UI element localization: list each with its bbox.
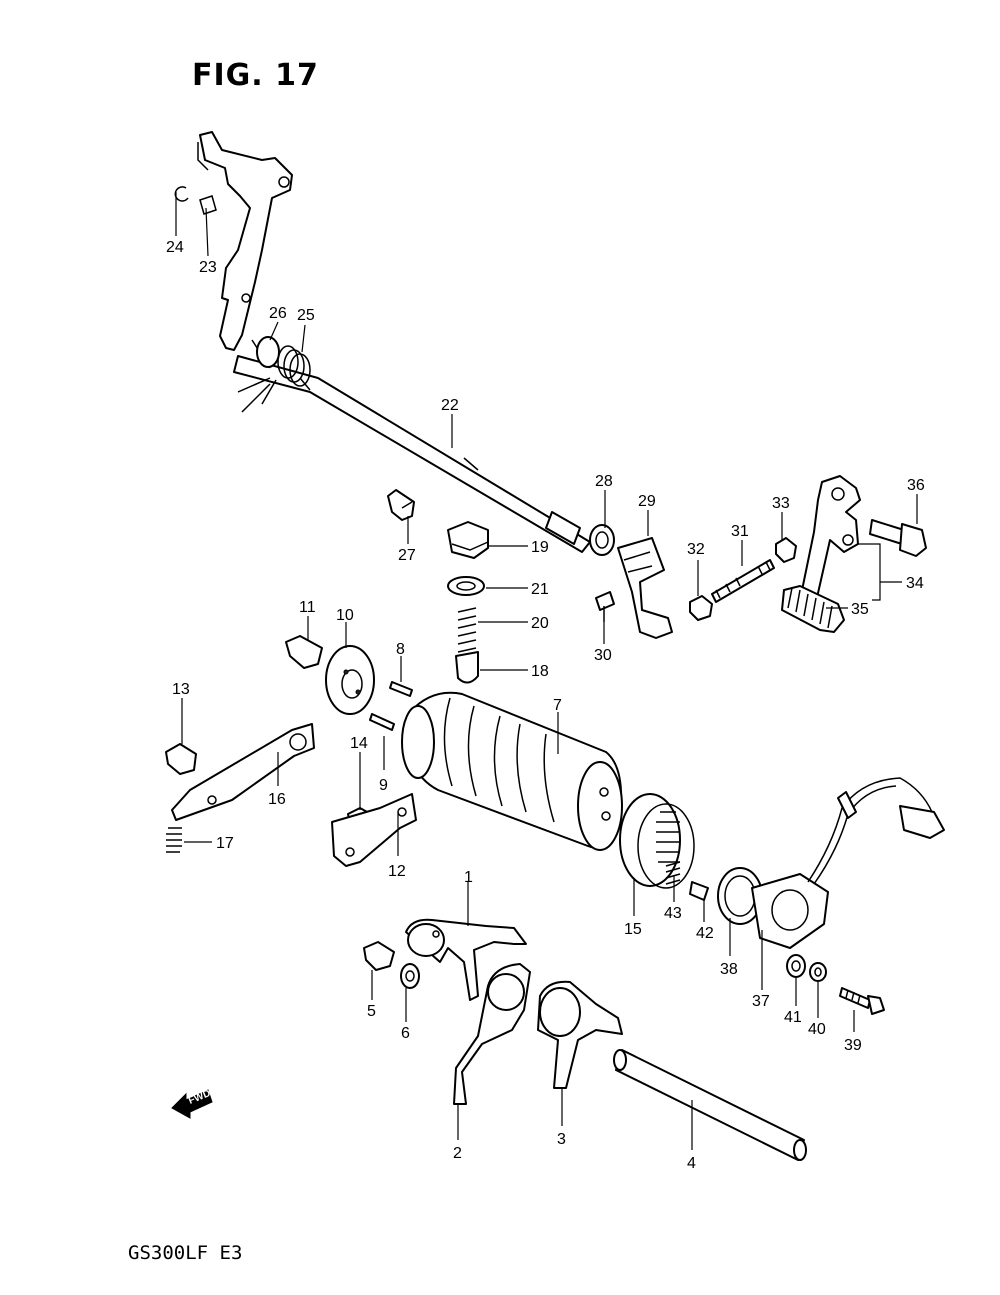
- bolt-5: [363, 941, 395, 971]
- spring-20: [457, 607, 477, 653]
- label-34: 34: [906, 575, 924, 592]
- label-1: 1: [464, 869, 473, 886]
- label-18: 18: [531, 663, 549, 680]
- bolt-36: [869, 519, 927, 557]
- label-15: 15: [624, 921, 642, 938]
- label-27: 27: [398, 547, 416, 564]
- fwd-arrow-icon: FWD: [171, 1088, 213, 1119]
- leader-lines: [175, 192, 918, 1150]
- label-25: 25: [297, 307, 315, 324]
- label-36: 36: [907, 477, 925, 494]
- label-43: 43: [664, 905, 682, 922]
- gearshift-fork-3: [537, 980, 623, 1089]
- fork-shaft-4: [613, 1049, 807, 1161]
- label-9: 9: [379, 777, 388, 794]
- plunger-18: [455, 651, 479, 684]
- label-42: 42: [696, 925, 714, 942]
- label-5: 5: [367, 1003, 376, 1020]
- gear-position-switch-37: [751, 777, 945, 949]
- label-33: 33: [772, 495, 790, 512]
- washer-28: [589, 524, 615, 556]
- label-7: 7: [553, 697, 562, 714]
- label-28: 28: [595, 473, 613, 490]
- gearshift-lever-34: [799, 475, 861, 603]
- label-32: 32: [687, 541, 705, 558]
- label-22: 22: [441, 397, 459, 414]
- bearing-15: [619, 793, 695, 889]
- label-6: 6: [401, 1025, 410, 1042]
- nut-33: [775, 537, 797, 563]
- label-2: 2: [453, 1145, 462, 1162]
- pin-42: [689, 881, 709, 901]
- washer-41: [786, 954, 806, 978]
- nut-32: [689, 595, 713, 621]
- label-35: 35: [851, 601, 869, 618]
- figure-title: FIG. 17: [192, 58, 319, 93]
- spring-17: [166, 827, 182, 853]
- pin-9: [369, 713, 395, 731]
- label-21: 21: [531, 581, 549, 598]
- label-30: 30: [594, 647, 612, 664]
- callout-labels: 1 2 3 4 5 6 7 8 9 10 11 12 13 14 15 16 1…: [166, 239, 925, 1172]
- spring-pin-23: [199, 195, 217, 215]
- label-24: 24: [166, 239, 184, 256]
- label-4: 4: [687, 1155, 696, 1172]
- spring-43: [665, 861, 681, 885]
- label-23: 23: [199, 259, 217, 276]
- oil-seal-26: [256, 336, 280, 368]
- washer-6: [400, 963, 420, 989]
- cam-stopper-plate-12: [331, 793, 417, 867]
- label-10: 10: [336, 607, 354, 624]
- label-37: 37: [752, 993, 770, 1010]
- label-29: 29: [638, 493, 656, 510]
- washer-40: [809, 962, 827, 982]
- label-11: 11: [299, 599, 316, 616]
- label-12: 12: [388, 863, 406, 880]
- label-16: 16: [268, 791, 286, 808]
- label-8: 8: [396, 641, 405, 658]
- rod-31: [711, 559, 775, 603]
- label-39: 39: [844, 1037, 862, 1054]
- plug-19: [447, 521, 489, 559]
- label-38: 38: [720, 961, 738, 978]
- label-41: 41: [784, 1009, 802, 1026]
- pin-8: [389, 681, 413, 697]
- gasket-21: [447, 576, 485, 596]
- label-14: 14: [350, 735, 368, 752]
- spring-25: [237, 345, 311, 413]
- model-code: GS300LF E3: [128, 1242, 243, 1264]
- bolt-13: [165, 743, 197, 775]
- label-17: 17: [216, 835, 234, 852]
- circlip-24: [174, 186, 189, 202]
- gearshift-fork-2: [453, 963, 531, 1105]
- lever-rubber-35: [781, 585, 845, 633]
- gearshift-cam-7: [401, 691, 623, 851]
- bolt-27: [387, 489, 415, 521]
- bolt-30: [595, 591, 615, 622]
- label-20: 20: [531, 615, 549, 632]
- screw-39: [839, 987, 885, 1015]
- shift-arm-29: [617, 537, 673, 639]
- bolt-11: [285, 635, 323, 669]
- label-31: 31: [731, 523, 749, 540]
- gearshift-arm-22: [197, 131, 591, 553]
- label-13: 13: [172, 681, 190, 698]
- cam-driven-gear-10: [325, 645, 375, 715]
- cam-stopper-16: [171, 723, 315, 821]
- label-40: 40: [808, 1021, 826, 1038]
- label-26: 26: [269, 305, 287, 322]
- label-19: 19: [531, 539, 549, 556]
- label-3: 3: [557, 1131, 566, 1148]
- gearshift-fork-1: [405, 918, 527, 1001]
